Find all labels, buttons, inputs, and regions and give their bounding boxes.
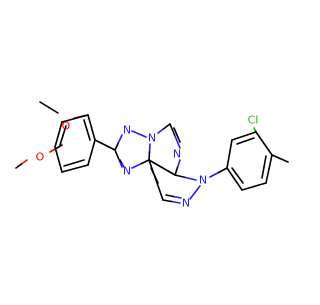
bond-tz-2-a [131, 130, 140, 135]
atom-cl: Cl [248, 114, 259, 127]
bond-ph2-inner-c-b [231, 167, 239, 177]
bond-ph1-3-a [74, 164, 89, 170]
bond-ph2-1-b [228, 139, 233, 155]
bond-tz-5-a [117, 157, 123, 168]
bond-pz-2-a [194, 185, 201, 194]
bond-ph2-inner-a-a [236, 140, 247, 145]
bond-pz-3-inner-b [165, 194, 175, 198]
bond-tz-4-b [131, 163, 142, 169]
atom-label-layer: O O N N N N N N Cl [36, 114, 259, 210]
bond-pz-3-a [170, 200, 181, 204]
bond-ph1-inner-c-b [62, 125, 67, 137]
bond-pz-4-a [155, 179, 164, 201]
bond-o-lower-ring-b [55, 144, 63, 150]
bond-ch3-lower-a [20, 159, 28, 165]
bond-pz-3-inner-a [172, 195, 182, 199]
bond-ph1-5-a [54, 133, 60, 148]
bond-ph2-5-b [241, 185, 255, 191]
bond-tz-1-a [114, 141, 120, 151]
bond-pz-3-b [162, 199, 173, 203]
bond-layer [15, 101, 289, 204]
bond-pm-2-b [174, 135, 181, 149]
bond-ph1-4-a [57, 158, 63, 173]
bond-ch3-lower-b [15, 163, 23, 169]
atom-n-triazole-1: N [123, 124, 131, 137]
bond-tz-5-b [114, 149, 120, 160]
bond-pm-1-b [163, 123, 171, 130]
bond-pm-2-a [169, 123, 176, 137]
bond-pm-2-inner-a [173, 127, 178, 136]
bond-n-aryl-a [209, 171, 220, 178]
bond-ph2-4-b [265, 168, 270, 184]
bond-tz-inner-b [121, 162, 125, 168]
bond-pm-4-a [161, 166, 176, 176]
bond-ph2-5-a [253, 182, 267, 188]
bond-ph2-inner-b-a [263, 155, 267, 168]
bond-methyl-b [279, 157, 289, 163]
bond-ph1-inner-a-a [83, 119, 88, 131]
bond-ph2-3-b [263, 142, 273, 156]
bond-ph1-triazole-a [94, 139, 106, 146]
bond-ch3-upper-a [39, 101, 50, 109]
atom-o-lower: O [36, 151, 45, 164]
bond-tz-3-a [148, 143, 151, 153]
bond-ph1-6-a [61, 117, 76, 123]
bond-tz-3-b [148, 151, 151, 161]
atom-n-pyrimidine: N [173, 148, 181, 161]
bond-tz-2-b [138, 133, 147, 138]
bond-ph1-triazole-b [104, 144, 116, 151]
bond-ph1-3-b [61, 167, 76, 173]
bond-pz-1-b [184, 176, 197, 181]
molecule-structure: O O N N N N N N Cl [15, 101, 289, 210]
bond-ph2-1-a [226, 153, 231, 169]
bond-cl-b [253, 127, 256, 131]
bond-ph1-inner-a-b [86, 129, 91, 141]
bond-pz-4-inner-a [153, 174, 159, 184]
atom-o-upper: O [62, 120, 71, 133]
bond-ph1-2-a [90, 139, 96, 154]
atom-n-pyrazole-2: N [182, 197, 190, 210]
bond-ph1-2-b [87, 151, 93, 166]
bond-pm-3-b [174, 166, 179, 176]
bond-n-aryl-b [217, 167, 228, 174]
bond-pm-4-b [148, 159, 163, 169]
bond-ph2-inner-b-b [261, 166, 265, 179]
bond-pm-2-inner-b [176, 134, 181, 143]
bond-pz-2-b [189, 191, 196, 200]
bond-ch3-upper-b [48, 106, 59, 114]
bond-ph1-inner-c-a [59, 134, 64, 146]
bond-ph2-6-a [233, 178, 243, 191]
atom-n-triazole-bridge: N [148, 132, 156, 145]
bond-ph1-1-b [90, 126, 96, 141]
bond-pz-1-a [174, 174, 187, 179]
bond-ph2-2-a [231, 135, 245, 141]
bond-ph1-4-b [54, 146, 60, 161]
bond-pm-1-a [157, 127, 165, 134]
bond-ph1-6-b [74, 114, 89, 120]
atom-n-pyrazole-aryl: N [199, 174, 207, 187]
bond-methyl-a [271, 154, 281, 160]
bond-tz-1-b [117, 134, 123, 144]
bond-ph2-6-b [226, 167, 236, 180]
atom-n-triazole-4: N [123, 165, 131, 178]
bond-ph1-inner-b-b [63, 162, 75, 167]
bond-pz-4-inner-b [150, 167, 156, 177]
bond-ph2-4-a [268, 154, 273, 170]
bond-ph2-inner-a-b [244, 137, 255, 142]
bond-ph2-inner-c-a [236, 174, 244, 184]
molecule-canvas: O O N N N N N N Cl [15, 101, 289, 210]
bond-ph1-inner-b-a [73, 159, 85, 164]
bond-ph2-2-b [243, 131, 257, 137]
bond-ph2-3-a [255, 131, 265, 145]
bond-ph1-1-a [87, 114, 93, 129]
bond-tz-4-a [139, 159, 150, 165]
bond-ph1-5-b [57, 121, 63, 136]
bond-pm-3-a [176, 159, 181, 169]
